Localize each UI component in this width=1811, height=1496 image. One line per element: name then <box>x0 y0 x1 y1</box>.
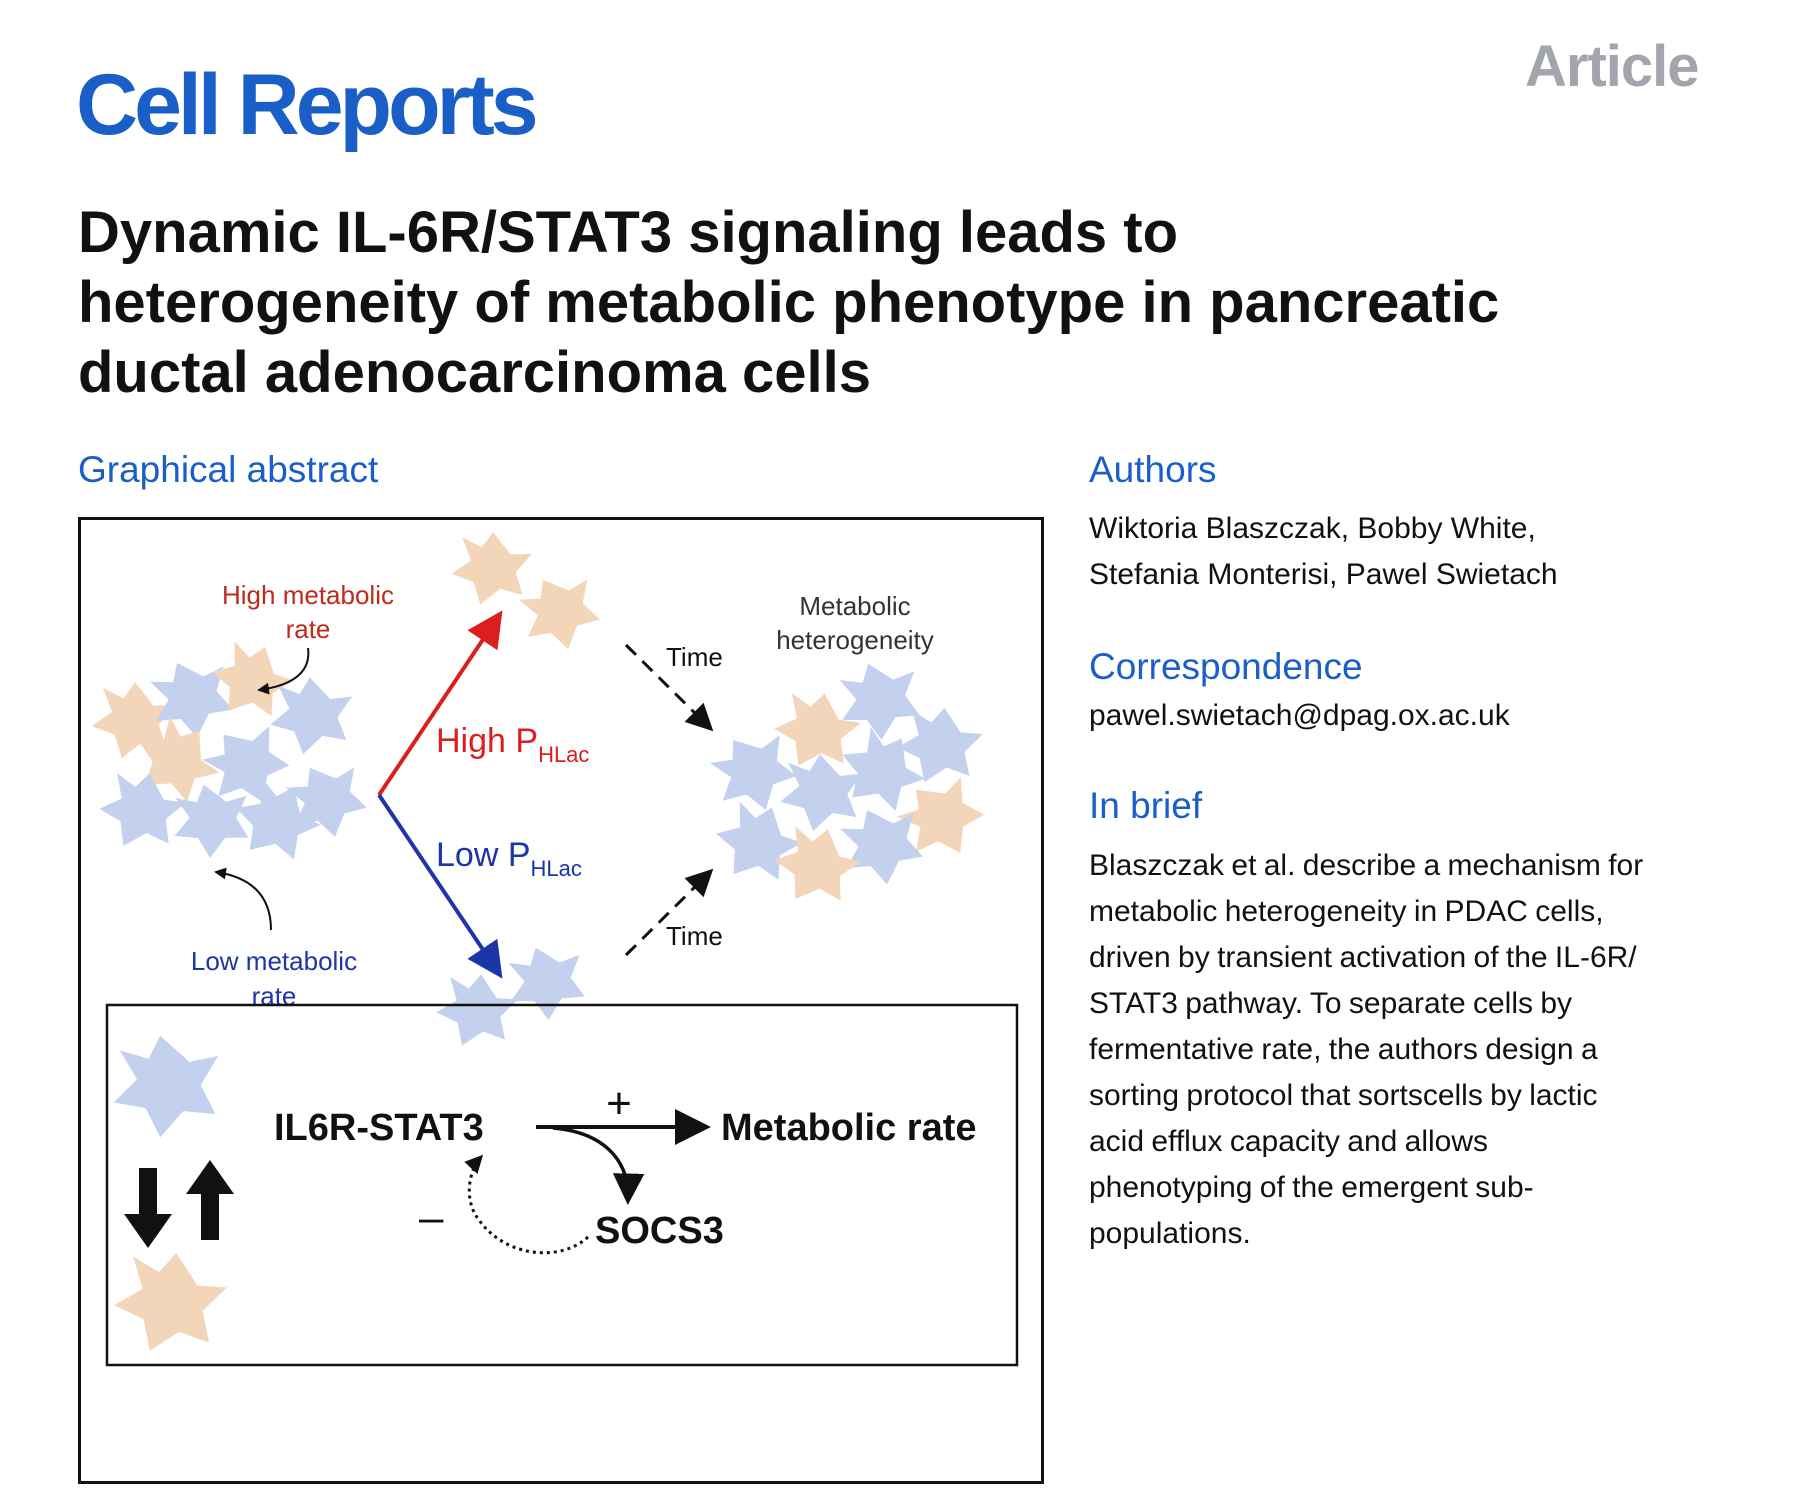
node-metabolic-rate: Metabolic rate <box>721 1107 977 1149</box>
low-permeability-sub: HLac <box>531 856 582 881</box>
in-brief-line: phenotyping of the emergent sub- <box>1089 1171 1534 1204</box>
low-rate-label: Low metabolic <box>191 946 357 976</box>
graphical-abstract-svg: High metabolic rate Low metabolic rate H… <box>87 526 1019 1367</box>
induction-arrow <box>552 1126 645 1205</box>
cell-cluster-heterogeneous <box>701 656 997 918</box>
pathway-inset <box>105 1003 1019 1367</box>
low-permeability-label: Low PHLac <box>436 836 582 881</box>
cell-blue <box>429 965 522 1057</box>
cell-group-high <box>447 526 608 661</box>
time-label-top: Time <box>666 642 723 672</box>
in-brief-line: metabolic heterogeneity in PDAC cells, <box>1089 895 1604 928</box>
in-brief-heading: In brief <box>1089 785 1203 826</box>
cell-orange <box>511 565 608 661</box>
title-line: ductal adenocarcinoma cells <box>78 340 871 405</box>
in-brief-line: STAT3 pathway. To separate cells by <box>1089 987 1573 1020</box>
cell-orange <box>447 526 535 612</box>
in-brief-line: sorting protocol that sortscells by lact… <box>1089 1079 1598 1112</box>
cell-blue <box>113 1035 219 1138</box>
in-brief-line: Blaszczak et al. describe a mechanism fo… <box>1089 849 1644 882</box>
arrow-down-icon <box>124 1168 172 1248</box>
graphical-abstract-figure: High metabolic rate Low metabolic rate H… <box>78 517 1044 1484</box>
correspondence-email[interactable]: pawel.swietach@dpag.ox.ac.uk <box>1089 699 1510 732</box>
article-type-label: Article <box>1525 34 1700 99</box>
journal-logo: Cell Reports <box>76 57 539 153</box>
authors-line: Stefania Monterisi, Pawel Swietach <box>1089 558 1558 591</box>
authors-line: Wiktoria Blaszczak, Bobby White, <box>1089 512 1536 545</box>
low-permeability-arrow <box>377 793 503 979</box>
arrow-up-icon <box>186 1160 234 1240</box>
low-permeability-main: Low P <box>436 836 531 874</box>
time-arrow-bottom <box>624 868 714 957</box>
low-rate-pointer <box>214 867 272 931</box>
title-line: Dynamic IL-6R/STAT3 signaling leads to <box>78 200 1179 265</box>
in-brief-text: Blaszczak et al. describe a mechanism fo… <box>1089 843 1643 1257</box>
high-permeability-main: High P <box>436 722 538 760</box>
high-rate-label: rate <box>286 614 331 644</box>
node-socs3: SOCS3 <box>595 1210 724 1252</box>
high-rate-label: High metabolic <box>222 580 394 610</box>
high-rate-pointer <box>257 647 310 695</box>
article-title: Dynamic IL-6R/STAT3 signaling leads to h… <box>78 198 1758 408</box>
authors-list: Wiktoria Blaszczak, Bobby White, Stefani… <box>1089 506 1558 598</box>
authors-heading: Authors <box>1089 449 1217 490</box>
heterogeneity-label: heterogeneity <box>776 625 934 655</box>
cell-blue <box>502 940 590 1026</box>
heterogeneity-label: Metabolic <box>799 591 910 621</box>
high-permeability-label: High PHLac <box>436 722 589 767</box>
in-brief-line: populations. <box>1089 1217 1251 1250</box>
in-brief-line: fermentative rate, the authors design a <box>1089 1033 1598 1066</box>
in-brief-line: driven by transient activation of the IL… <box>1089 941 1637 974</box>
low-rate-label: rate <box>252 981 297 1011</box>
cell-blue <box>268 674 354 758</box>
cell-orange <box>105 1240 233 1366</box>
high-permeability-arrow <box>377 610 503 797</box>
graphical-abstract-heading: Graphical abstract <box>78 449 379 490</box>
activation-sign: + <box>606 1079 632 1128</box>
cell-blue <box>702 789 810 897</box>
time-label-bottom: Time <box>666 921 723 951</box>
cell-cluster-initial <box>87 630 375 876</box>
cell-group-low <box>429 940 590 1057</box>
node-il6r-stat3: IL6R-STAT3 <box>274 1107 484 1149</box>
in-brief-line: acid efflux capacity and allows <box>1089 1125 1489 1158</box>
high-permeability-sub: HLac <box>538 742 589 767</box>
time-arrow-top <box>624 643 714 732</box>
correspondence-heading: Correspondence <box>1089 646 1363 687</box>
feedback-arrow <box>464 1154 590 1255</box>
title-line: heterogeneity of metabolic phenotype in … <box>78 270 1500 335</box>
inhibition-sign: – <box>419 1193 444 1242</box>
